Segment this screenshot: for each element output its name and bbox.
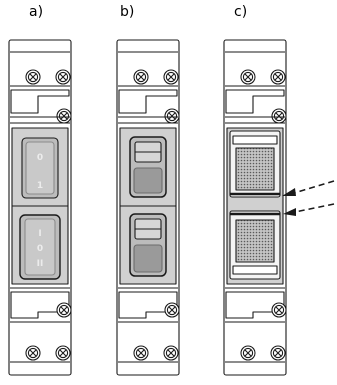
terminal-screw-icon <box>56 302 72 318</box>
indicator-window-lower <box>229 210 281 280</box>
pointer-arrow-upper <box>282 180 335 196</box>
label-a: a) <box>29 4 44 20</box>
terminal-screw-icon <box>164 302 180 318</box>
terminal-screw-icon <box>133 345 149 361</box>
terminal-screw-icon <box>55 345 71 361</box>
module-b <box>116 39 180 376</box>
marking-0: 0 <box>37 244 43 254</box>
marking-0: 0 <box>37 153 43 163</box>
terminal-screw-icon <box>240 69 256 85</box>
module-c <box>223 39 335 376</box>
terminal-screw-icon <box>56 108 72 124</box>
terminal-screw-icon <box>163 345 179 361</box>
terminal-screw-icon <box>25 69 41 85</box>
terminal-screw-icon <box>25 345 41 361</box>
terminal-screw-icon <box>270 69 286 85</box>
label-b: b) <box>120 4 135 20</box>
marking-1: 1 <box>37 181 43 191</box>
terminal-screw-icon <box>55 69 71 85</box>
indicator-window-upper <box>229 130 281 198</box>
terminal-screw-icon <box>271 302 287 318</box>
terminal-screw-icon <box>270 345 286 361</box>
rocker-switch-lower: I 0 II <box>19 214 61 280</box>
marking-II: II <box>37 259 44 269</box>
pointer-arrow-lower <box>283 203 335 216</box>
module-a: 0 1 I 0 II <box>8 39 72 376</box>
rocker-switch-upper: 0 1 <box>21 137 59 199</box>
terminal-screw-icon <box>240 345 256 361</box>
terminal-screw-icon <box>271 108 287 124</box>
terminal-screw-icon <box>164 108 180 124</box>
label-c: c) <box>234 4 248 20</box>
push-button-upper <box>129 136 167 198</box>
terminal-screw-icon <box>163 69 179 85</box>
marking-I: I <box>38 229 41 239</box>
push-button-lower <box>129 213 167 277</box>
terminal-screw-icon <box>133 69 149 85</box>
